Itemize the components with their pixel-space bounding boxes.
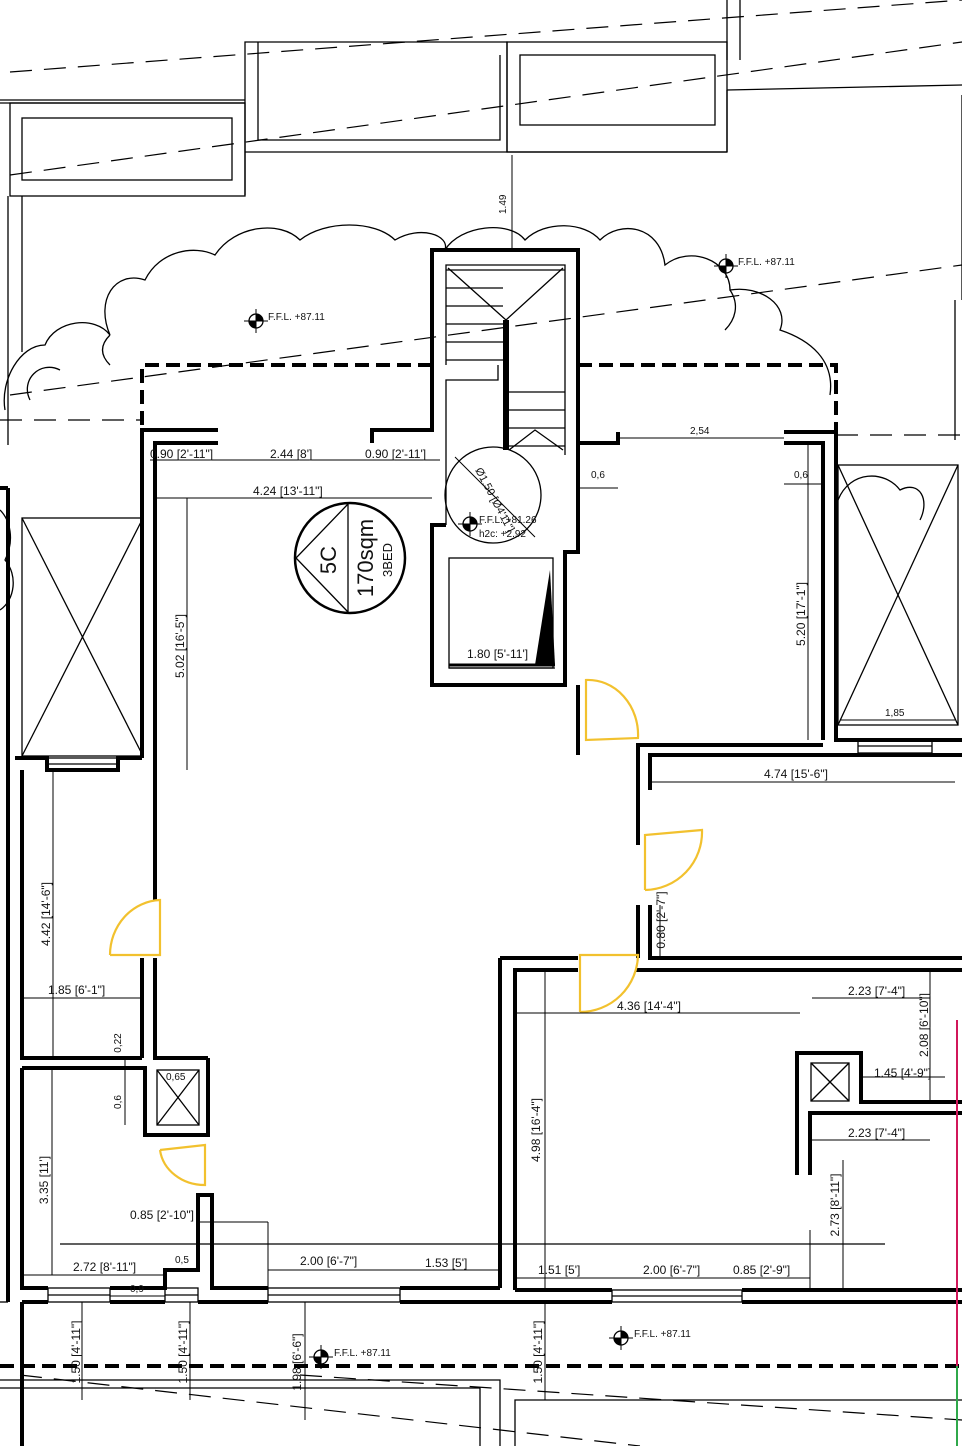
dim-label: 4.98 [16'-4"] <box>529 1098 543 1162</box>
dim-label: 1.45 [4'-9"] <box>874 1066 931 1080</box>
dim-label: 0,6 <box>113 1095 124 1109</box>
dim-label: 0,6 <box>794 470 808 481</box>
dim-label: 1,85 <box>885 708 905 719</box>
dim-label: 4.74 [15'-6"] <box>764 767 828 781</box>
dim-label: 4.36 [14'-4"] <box>617 999 681 1013</box>
top-context <box>0 0 962 445</box>
dim-label: 0.80 [2'-7"] <box>654 891 668 948</box>
stair-core <box>430 248 580 687</box>
dim-label: 1.85 [6'-1"] <box>48 983 105 997</box>
dim-label: 2,54 <box>690 426 710 437</box>
dim-label: 0,9 <box>130 1284 144 1295</box>
dim-label: 0,22 <box>113 1033 124 1053</box>
stair-h2c: h2c: +2.92 <box>479 529 526 540</box>
dim-label: 2.00 [6'-7"] <box>643 1263 700 1277</box>
dim-label: 3.35 [11'] <box>37 1156 51 1204</box>
dim-label: 2.08 [6'-10"] <box>917 993 931 1057</box>
unit-beds: 3BED <box>380 543 395 577</box>
windows <box>46 739 933 1303</box>
dim-label: 2.23 [7'-4"] <box>848 1126 905 1140</box>
dim-label: 5.02 [16'-5"] <box>173 614 187 678</box>
dim-label: 0.90 [2'-11"] <box>150 447 213 461</box>
level-label: F.F.L. +87.11 <box>634 1329 691 1340</box>
dim-label: 2.44 [8'] <box>270 447 312 461</box>
unit-area: 170sqm <box>353 519 378 597</box>
dim-label: 1.50 [4'-11"] <box>69 1320 83 1383</box>
dim-label: 1.53 [5'] <box>425 1256 467 1270</box>
dim-label: 1.50 [4'-11"] <box>176 1320 190 1383</box>
shaft-cross-icon <box>21 464 959 1126</box>
dim-label: 4.42 [14'-6"] <box>39 882 53 946</box>
balcony-outline <box>0 363 962 436</box>
walls <box>0 428 962 1446</box>
dim-label: 4.24 [13'-11"] <box>253 484 323 498</box>
door-swing-icon <box>108 678 704 1187</box>
dim-label: 0,5 <box>175 1255 189 1266</box>
unit-code: 5C <box>316 546 341 574</box>
dim-label: 0,6 <box>591 470 605 481</box>
bottom-context <box>0 1020 962 1446</box>
dim-label: 1.50 [4'-11"] <box>531 1320 545 1383</box>
dim-label: 0.90 [2'-11'] <box>365 447 426 461</box>
dim-label: 1.80 [5'-11'] <box>467 647 528 661</box>
tree-canopy <box>0 509 14 611</box>
dim-label: 2.73 [8'-11"] <box>828 1173 842 1236</box>
level-label: F.F.L. +87.11 <box>334 1348 391 1359</box>
dim-label: 0,65 <box>166 1072 186 1083</box>
dim-label: 2.72 [8'-11"] <box>73 1260 136 1274</box>
level-label: F.F.L. +87.11 <box>268 312 325 323</box>
dim-label: 0.85 [2'-10"] <box>130 1208 194 1222</box>
level-label: F.F.L. +87.11 <box>738 257 795 268</box>
dim-label: 1.51 [5'] <box>538 1263 580 1277</box>
dim-label: 1.98 [6'-6"] <box>290 1333 304 1390</box>
tree-canopy <box>837 475 925 521</box>
stair-ffl: F.F.L. +81.26 <box>479 515 537 526</box>
dim-label: 1.49 <box>498 194 509 214</box>
dim-label: 5.20 [17'-1"] <box>794 582 808 646</box>
dim-label: 2.00 [6'-7"] <box>300 1254 357 1268</box>
level-marker-icon <box>244 254 738 1369</box>
dim-label: 2.23 [7'-4"] <box>848 984 905 998</box>
dim-label: 0.85 [2'-9"] <box>733 1263 790 1277</box>
unit-badge-icon <box>293 501 407 615</box>
dimension-lines <box>22 437 955 1420</box>
